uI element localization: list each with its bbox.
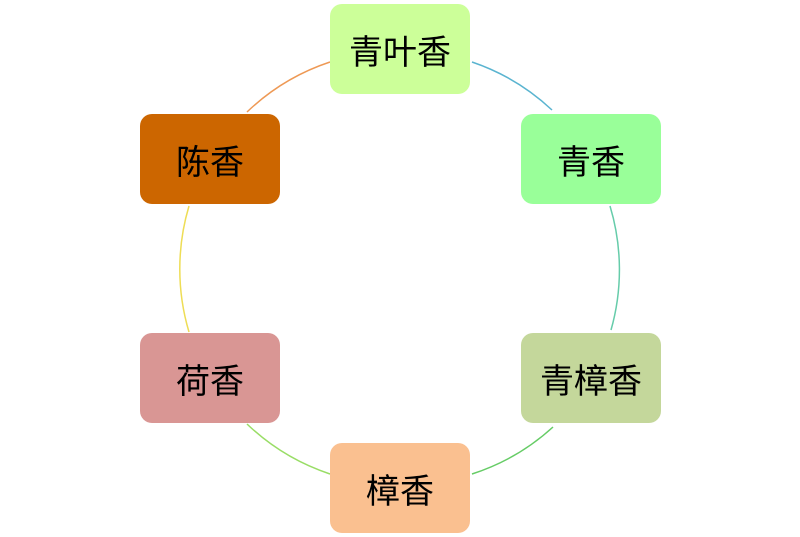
node-label: 荷香	[176, 361, 244, 402]
node-zhang: 樟香	[330, 443, 470, 533]
connector-he-chen	[179, 205, 190, 333]
connector-qingzhang-zhang	[471, 426, 554, 475]
node-he: 荷香	[140, 333, 280, 423]
node-label: 陈香	[176, 142, 244, 183]
node-chen: 陈香	[140, 114, 280, 204]
node-label: 樟香	[366, 471, 434, 512]
node-label: 青樟香	[540, 361, 642, 402]
node-qingzhang: 青樟香	[521, 333, 661, 423]
connector-chen-qingye	[246, 61, 331, 113]
connector-qingye-qing	[471, 61, 553, 111]
connector-qing-qingzhang	[609, 205, 621, 331]
node-label: 青叶香	[349, 32, 451, 73]
connector-zhang-he	[246, 423, 331, 475]
node-qingye: 青叶香	[330, 4, 470, 94]
node-label: 青香	[557, 142, 625, 183]
node-qing: 青香	[521, 114, 661, 204]
